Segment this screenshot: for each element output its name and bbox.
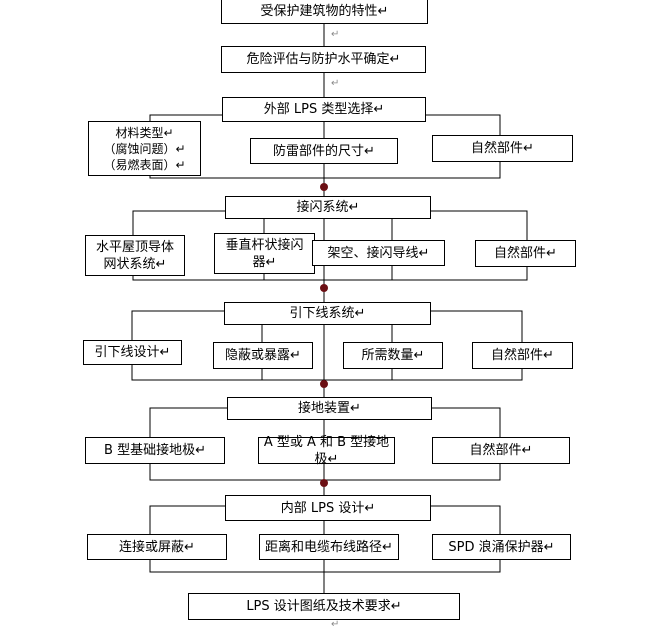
box-vertical-rod: 垂直杆状接闪 器↵ xyxy=(214,233,315,274)
box-distance-and-cable-routing: 距离和电缆布线路径↵ xyxy=(259,534,399,560)
box-natural-components-3: 自然部件↵ xyxy=(472,342,573,369)
box-type-a-or-ab-electrode: A 型或 A 和 B 型接地极↵ xyxy=(258,435,395,467)
box-external-lps-type: 外部 LPS 类型选择↵ xyxy=(222,97,426,122)
box-natural-components-2: 自然部件↵ xyxy=(475,240,576,267)
box-lps-drawings-and-requirements: LPS 设计图纸及技术要求↵ xyxy=(188,593,460,620)
box-spd-surge-protector: SPD 浪涌保护器↵ xyxy=(432,534,571,560)
box-horizontal-roof-mesh: 水平屋顶导体 网状系统↵ xyxy=(85,235,185,276)
box-air-termination-system: 接闪系统↵ xyxy=(225,196,431,219)
paragraph-mark: ↵ xyxy=(331,619,340,630)
box-overhead-conductors: 架空、接闪导线↵ xyxy=(312,240,445,266)
box-concealed-or-exposed: 隐蔽或暴露↵ xyxy=(213,342,313,369)
box-building-characteristics: 受保护建筑物的特性↵ xyxy=(221,0,428,24)
box-type-b-foundation-electrode: B 型基础接地极↵ xyxy=(85,437,225,464)
box-risk-assessment: 危险评估与防护水平确定↵ xyxy=(221,46,426,73)
box-natural-components-1: 自然部件↵ xyxy=(432,135,573,162)
paragraph-mark: ↵ xyxy=(331,78,340,89)
box-down-conductor-system: 引下线系统↵ xyxy=(224,302,431,325)
box-required-quantity: 所需数量↵ xyxy=(343,342,443,369)
box-natural-components-4: 自然部件↵ xyxy=(432,437,570,464)
box-bonding-or-shielding: 连接或屏蔽↵ xyxy=(87,534,227,560)
box-down-conductor-design: 引下线设计↵ xyxy=(83,340,182,365)
box-material-type: 材料类型↵ （腐蚀问题）↵ （易燃表面）↵ xyxy=(88,121,201,176)
box-internal-lps-design: 内部 LPS 设计↵ xyxy=(225,495,431,521)
box-component-dimensions: 防雷部件的尺寸↵ xyxy=(250,138,398,164)
paragraph-mark: ↵ xyxy=(331,29,340,40)
box-earth-termination: 接地装置↵ xyxy=(227,397,432,420)
